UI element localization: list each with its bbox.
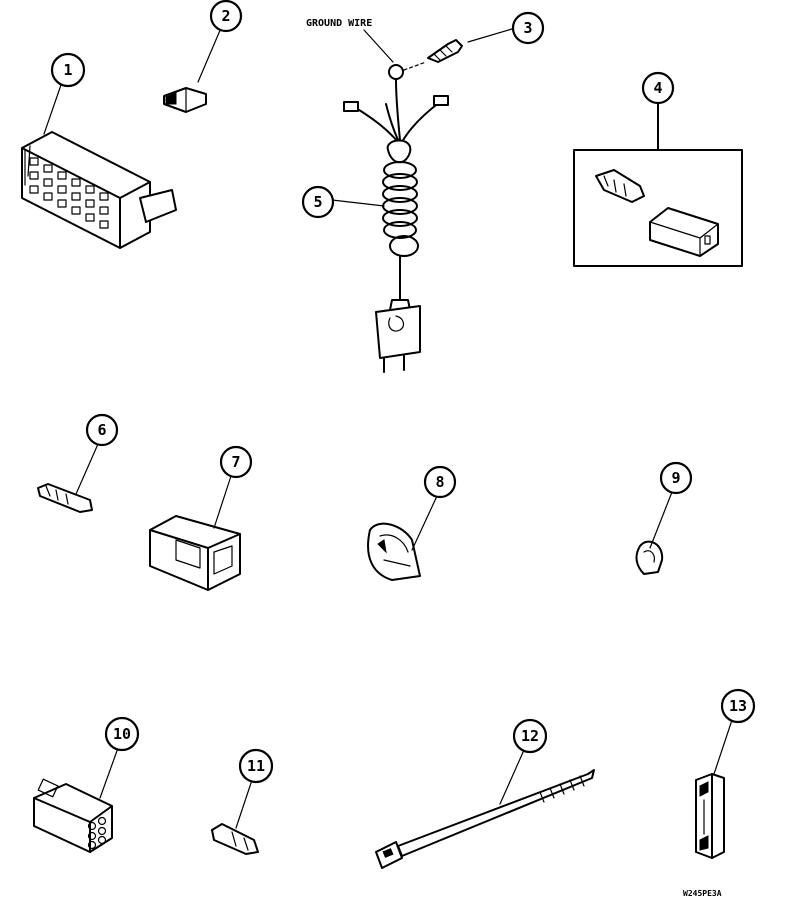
callout-4: 4 <box>641 71 675 105</box>
svg-text:2: 2 <box>221 7 230 25</box>
svg-text:7: 7 <box>231 453 240 471</box>
svg-text:4: 4 <box>653 79 662 97</box>
part-4-terminal-kit <box>573 101 743 267</box>
part-12-cable-tie <box>375 749 595 869</box>
ground-wire-label: GROUND WIRE <box>306 18 372 29</box>
callout-3: 3 <box>511 11 545 45</box>
part-13-mounting-bracket <box>695 719 733 859</box>
part-7-connector-housing <box>149 475 241 591</box>
part-2-clip <box>163 27 222 113</box>
callout-12: 12 <box>512 718 548 754</box>
part-9-small-clip <box>635 491 673 575</box>
svg-text:9: 9 <box>671 469 680 487</box>
svg-text:8: 8 <box>435 473 444 491</box>
drawing-code: W245PE3A <box>683 889 722 898</box>
callout-9: 9 <box>659 461 693 495</box>
svg-text:11: 11 <box>247 757 265 775</box>
svg-text:10: 10 <box>113 725 131 743</box>
svg-text:5: 5 <box>313 193 322 211</box>
svg-text:12: 12 <box>521 727 539 745</box>
part-8-cable-clamp <box>367 495 438 581</box>
svg-text:6: 6 <box>97 421 106 439</box>
callout-7: 7 <box>219 445 253 479</box>
callout-6: 6 <box>85 413 119 447</box>
part-11-pin-terminal <box>211 779 259 855</box>
part-1-terminal-block <box>21 81 177 249</box>
part-6-terminal <box>37 443 99 513</box>
part-10-six-pin-connector <box>33 747 119 853</box>
callout-5: 5 <box>301 185 335 219</box>
callout-13: 13 <box>720 688 756 724</box>
callout-1: 1 <box>50 52 86 88</box>
part-3-screw <box>427 28 513 63</box>
callout-11: 11 <box>238 748 274 784</box>
svg-text:1: 1 <box>63 61 72 79</box>
svg-text:3: 3 <box>523 19 532 37</box>
callout-2: 2 <box>209 0 243 33</box>
svg-text:13: 13 <box>729 697 747 715</box>
part-5-power-cord: GROUND WIRE <box>306 18 449 373</box>
callout-8: 8 <box>423 465 457 499</box>
callout-10: 10 <box>104 716 140 752</box>
